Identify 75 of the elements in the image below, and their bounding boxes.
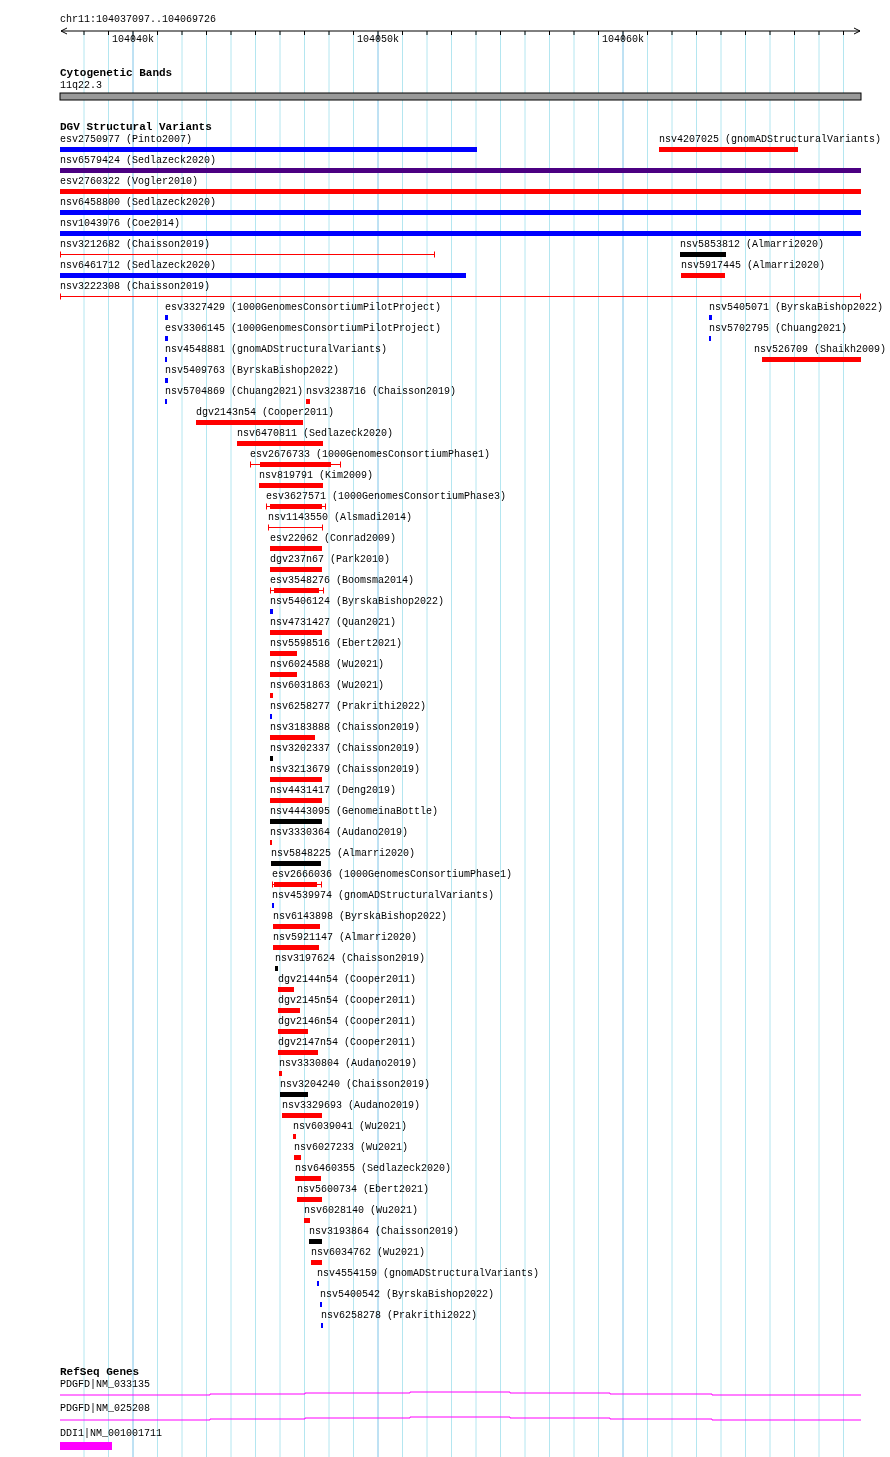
variant-label: nsv5409763 (ByrskaBishop2022) xyxy=(165,365,340,377)
variant-label: nsv6039041 (Wu2021) xyxy=(293,1121,408,1133)
variant-label: nsv6470811 (Sedlazeck2020) xyxy=(237,428,394,440)
variant-label: nsv3204240 (Chaisson2019) xyxy=(280,1079,431,1091)
variant-label: nsv3222308 (Chaisson2019) xyxy=(60,281,211,293)
variant-label: nsv4207025 (gnomADStructuralVariants) xyxy=(659,134,882,146)
variant-label: nsv6258277 (Prakrithi2022) xyxy=(270,701,427,713)
track-title: RefSeq Genes xyxy=(60,1366,140,1378)
variant-label: nsv4554159 (gnomADStructuralVariants) xyxy=(317,1268,540,1280)
variant-label: nsv5600734 (Ebert2021) xyxy=(297,1184,430,1196)
variant-label: nsv5704869 (Chuang2021) xyxy=(165,386,304,398)
variant-label: esv2666036 (1000GenomesConsortiumPhase1) xyxy=(272,869,513,881)
variant-label: nsv5405071 (ByrskaBishop2022) xyxy=(709,302,884,314)
variant-label: esv3627571 (1000GenomesConsortiumPhase3) xyxy=(266,491,507,503)
variant-label: esv2676733 (1000GenomesConsortiumPhase1) xyxy=(250,449,491,461)
band-label: 11q22.3 xyxy=(60,80,102,92)
variant-label: nsv5921147 (Almarri2020) xyxy=(273,932,418,944)
variant-label: nsv3202337 (Chaisson2019) xyxy=(270,743,421,755)
gene-label: PDGFD|NM_033135 xyxy=(60,1379,150,1391)
variant-label: nsv526709 (Shaikh2009) xyxy=(754,344,887,356)
variant-label: nsv6458800 (Sedlazeck2020) xyxy=(60,197,217,209)
variant-label: nsv3212682 (Chaisson2019) xyxy=(60,239,211,251)
variant-label: nsv6579424 (Sedlazeck2020) xyxy=(60,155,217,167)
variant-label: dgv2143n54 (Cooper2011) xyxy=(196,407,335,419)
variant-label: nsv3330364 (Audano2019) xyxy=(270,827,409,839)
tick-label: 104040k xyxy=(112,34,154,46)
track-title: Cytogenetic Bands xyxy=(60,67,173,79)
variant-label: nsv3193864 (Chaisson2019) xyxy=(309,1226,460,1238)
variant-label: nsv5400542 (ByrskaBishop2022) xyxy=(320,1289,495,1301)
variant-label: nsv1143550 (Alsmadi2014) xyxy=(268,512,413,524)
variant-label: esv2760322 (Vogler2010) xyxy=(60,176,199,188)
coordinate-range: chr11:104037097..104069726 xyxy=(60,14,217,26)
variant-label: dgv237n67 (Park2010) xyxy=(270,554,391,566)
variant-label: nsv4731427 (Quan2021) xyxy=(270,617,397,629)
variant-label: nsv3197624 (Chaisson2019) xyxy=(275,953,426,965)
variant-label: nsv6024588 (Wu2021) xyxy=(270,659,385,671)
track-title: DGV Structural Variants xyxy=(60,121,212,133)
variant-label: nsv6143898 (ByrskaBishop2022) xyxy=(273,911,448,923)
variant-label: nsv3183888 (Chaisson2019) xyxy=(270,722,421,734)
variant-label: esv3548276 (Boomsma2014) xyxy=(270,575,415,587)
variant-label: nsv4431417 (Deng2019) xyxy=(270,785,397,797)
variant-label: nsv3330804 (Audano2019) xyxy=(279,1058,418,1070)
variant-label: nsv6027233 (Wu2021) xyxy=(294,1142,409,1154)
variant-label: nsv6034762 (Wu2021) xyxy=(311,1247,426,1259)
variant-label: nsv4443095 (GenomeinaBottle) xyxy=(270,806,439,818)
gene-label: DDI1|NM_001001711 xyxy=(60,1428,163,1440)
variant-label: nsv5702795 (Chuang2021) xyxy=(709,323,848,335)
variant-label: nsv6461712 (Sedlazeck2020) xyxy=(60,260,217,272)
variant-label: dgv2145n54 (Cooper2011) xyxy=(278,995,417,1007)
gene-label: PDGFD|NM_025208 xyxy=(60,1403,150,1415)
variant-label: nsv6031863 (Wu2021) xyxy=(270,680,385,692)
variant-label: nsv4539974 (gnomADStructuralVariants) xyxy=(272,890,495,902)
variant-label: nsv5848225 (Almarri2020) xyxy=(271,848,416,860)
tick-label: 104060k xyxy=(602,34,644,46)
variant-label: esv2750977 (Pinto2007) xyxy=(60,134,193,146)
variant-label: nsv5406124 (ByrskaBishop2022) xyxy=(270,596,445,608)
variant-label: nsv5598516 (Ebert2021) xyxy=(270,638,403,650)
variant-label: esv3306145 (1000GenomesConsortiumPilotProject) xyxy=(165,323,442,335)
variant-label: nsv6258278 (Prakrithi2022) xyxy=(321,1310,478,1322)
variant-label: nsv3213679 (Chaisson2019) xyxy=(270,764,421,776)
variant-label: nsv3329693 (Audano2019) xyxy=(282,1100,421,1112)
variant-label: esv22062 (Conrad2009) xyxy=(270,533,397,545)
variant-label: nsv5917445 (Almarri2020) xyxy=(681,260,826,272)
variant-label: nsv6028140 (Wu2021) xyxy=(304,1205,419,1217)
variant-label: nsv1043976 (Coe2014) xyxy=(60,218,181,230)
variant-label: nsv4548881 (gnomADStructuralVariants) xyxy=(165,344,388,356)
variant-label: dgv2147n54 (Cooper2011) xyxy=(278,1037,417,1049)
variant-label: dgv2146n54 (Cooper2011) xyxy=(278,1016,417,1028)
variant-label: dgv2144n54 (Cooper2011) xyxy=(278,974,417,986)
variant-label: nsv6460355 (Sedlazeck2020) xyxy=(295,1163,452,1175)
variant-label: nsv819791 (Kim2009) xyxy=(259,470,374,482)
tick-label: 104050k xyxy=(357,34,399,46)
variant-label: nsv5853812 (Almarri2020) xyxy=(680,239,825,251)
variant-label: esv3327429 (1000GenomesConsortiumPilotProject) xyxy=(165,302,442,314)
variant-label: nsv3238716 (Chaisson2019) xyxy=(306,386,457,398)
